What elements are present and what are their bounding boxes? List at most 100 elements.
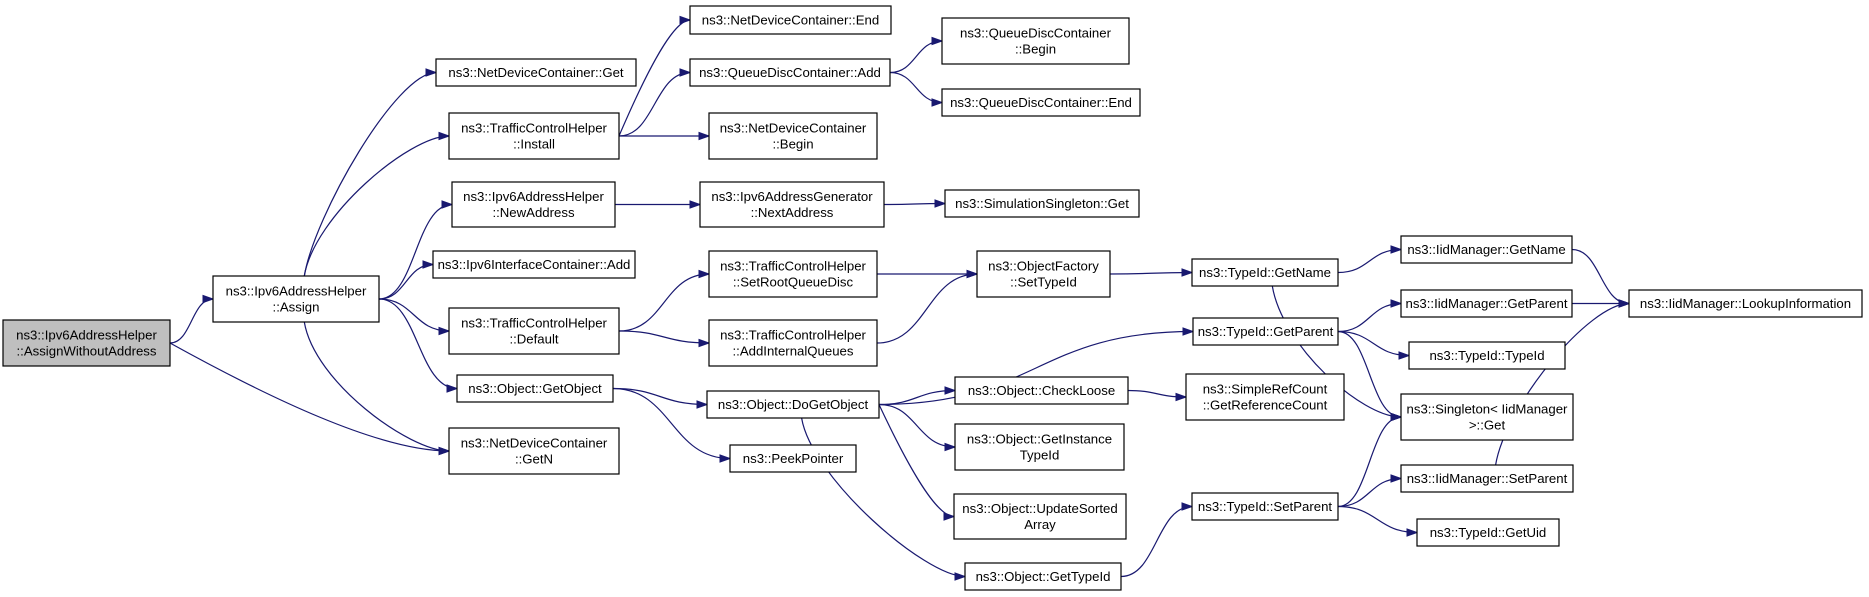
edge-line — [303, 71, 437, 277]
node-label: ::Default — [509, 332, 558, 347]
edge-line — [303, 135, 450, 277]
node-ndc-get[interactable]: ns3::NetDeviceContainer::Get — [435, 58, 637, 87]
edge-assign-to-ipv6_newaddr — [378, 200, 454, 300]
node-obj-getobject[interactable]: ns3::Object::GetObject — [456, 374, 614, 403]
node-tch-addinternal[interactable]: ns3::TrafficControlHelper::AddInternalQu… — [708, 319, 878, 367]
edge-arrowhead — [441, 200, 454, 209]
edge-line — [303, 321, 450, 452]
node-typeid-setparent[interactable]: ns3::TypeId::SetParent — [1191, 492, 1339, 521]
node-label: ns3::NetDeviceContainer — [720, 121, 867, 136]
node-singleton-get[interactable]: ns3::Singleton< IidManager>::Get — [1400, 393, 1574, 441]
edge-line — [1337, 477, 1402, 508]
edge-line — [169, 298, 214, 344]
node-obj-checkloose[interactable]: ns3::Object::CheckLoose — [954, 376, 1129, 405]
node-qdc-add[interactable]: ns3::QueueDiscContainer::Add — [689, 58, 891, 87]
edge-line — [618, 273, 710, 332]
node-box — [448, 427, 620, 475]
edge-assign-to-obj_getobject — [378, 298, 459, 393]
edge-arrowhead — [696, 400, 709, 409]
edge-assign-to-ndc_get — [303, 68, 438, 277]
node-ndc-end[interactable]: ns3::NetDeviceContainer::End — [689, 5, 892, 35]
node-ipv6gen-next[interactable]: ns3::Ipv6AddressGenerator::NextAddress — [699, 181, 885, 228]
node-iid-setparent[interactable]: ns3::IidManager::SetParent — [1400, 464, 1574, 493]
edge-line — [1120, 505, 1193, 578]
edge-arrowhead — [438, 131, 451, 141]
node-typeid-getuid[interactable]: ns3::TypeId::GetUid — [1416, 518, 1560, 547]
edge-arrowhead — [944, 442, 957, 452]
node-obj-gettypeid[interactable]: ns3::Object::GetTypeId — [964, 562, 1122, 591]
node-box — [1192, 317, 1339, 346]
node-sim-singleton-get[interactable]: ns3::SimulationSingleton::Get — [944, 189, 1140, 218]
edge-line — [378, 263, 434, 300]
node-objfactory-settypeid[interactable]: ns3::ObjectFactory::SetTypeId — [976, 250, 1111, 298]
edge-tch_default-to-tch_setroot — [618, 269, 711, 332]
node-iid-lookup[interactable]: ns3::IidManager::LookupInformation — [1628, 289, 1863, 318]
edge-line — [1109, 271, 1193, 275]
node-ipv6ic-add[interactable]: ns3::Ipv6InterfaceContainer::Add — [432, 250, 636, 279]
node-qdc-begin[interactable]: ns3::QueueDiscContainer::Begin — [941, 17, 1130, 65]
node-box — [708, 319, 878, 367]
node-box — [1400, 235, 1573, 264]
edge-typeid_getparent-to-typeid_typeid — [1337, 330, 1411, 360]
node-peekpointer[interactable]: ns3::PeekPointer — [729, 444, 857, 473]
node-typeid-getparent[interactable]: ns3::TypeId::GetParent — [1192, 317, 1339, 346]
node-box — [976, 250, 1111, 298]
edge-line — [1495, 302, 1630, 466]
node-label: ::Install — [513, 137, 555, 152]
node-box — [1416, 518, 1560, 547]
node-iid-getparent[interactable]: ns3::IidManager::GetParent — [1400, 289, 1573, 318]
node-simplerefcount[interactable]: ns3::SimpleRefCount::GetReferenceCount — [1185, 373, 1345, 421]
node-box — [729, 444, 857, 473]
edge-arrowhead — [944, 386, 957, 395]
node-box — [448, 112, 620, 160]
node-box — [953, 493, 1127, 540]
node-label: ns3::TypeId::GetUid — [1430, 525, 1547, 540]
nodes-layer: ns3::Ipv6AddressHelper::AssignWithoutAdd… — [2, 5, 1863, 591]
node-box — [708, 112, 878, 160]
node-label: ns3::QueueDiscContainer — [960, 26, 1112, 41]
node-label: ns3::TypeId::SetParent — [1198, 499, 1332, 514]
edge-obj_getobject-to-obj_dogetobject — [612, 387, 709, 409]
edge-assign-to-ndc_getn — [303, 321, 451, 456]
node-obj-dogetobject[interactable]: ns3::Object::DoGetObject — [706, 390, 880, 419]
node-tch-default[interactable]: ns3::TrafficControlHelper::Default — [448, 307, 620, 355]
edge-arrowhead — [438, 326, 451, 336]
node-tch-install[interactable]: ns3::TrafficControlHelper::Install — [448, 112, 620, 160]
edge-line — [876, 273, 978, 344]
node-iid-getname[interactable]: ns3::IidManager::GetName — [1400, 235, 1573, 264]
edge-tch_install-to-ndc_begin — [619, 131, 711, 141]
edge-line — [612, 387, 731, 460]
node-box — [432, 250, 636, 279]
edge-arrowhead — [931, 98, 944, 107]
edge-ipv6gen_next-to-sim_singleton_get — [883, 199, 947, 208]
edge-assign-to-tch_install — [303, 131, 451, 277]
edge-obj_dogetobject-to-obj_gettypeid — [801, 417, 967, 581]
edge-arrowhead — [931, 36, 944, 46]
node-ndc-begin[interactable]: ns3::NetDeviceContainer::Begin — [708, 112, 878, 160]
node-box — [1408, 341, 1566, 370]
node-ndc-getn[interactable]: ns3::NetDeviceContainer::GetN — [448, 427, 620, 475]
edge-line — [878, 404, 955, 518]
node-root[interactable]: ns3::Ipv6AddressHelper::AssignWithoutAdd… — [2, 319, 171, 367]
node-label: ns3::Object::CheckLoose — [968, 383, 1115, 398]
node-box — [456, 374, 614, 403]
edge-arrowhead — [943, 512, 956, 521]
edge-tch_install-to-qdc_add — [618, 68, 692, 137]
node-assign[interactable]: ns3::Ipv6AddressHelper::Assign — [212, 275, 380, 323]
edges-layer — [169, 15, 1631, 581]
node-typeid-getname[interactable]: ns3::TypeId::GetName — [1191, 258, 1339, 287]
node-typeid-typeid[interactable]: ns3::TypeId::TypeId — [1408, 341, 1566, 370]
edge-iid_getname-to-iid_lookup — [1571, 248, 1631, 308]
node-label: ns3::Object::UpdateSorted — [962, 501, 1117, 516]
node-qdc-end[interactable]: ns3::QueueDiscContainer::End — [941, 88, 1141, 117]
node-label: ns3::QueueDiscContainer::End — [950, 95, 1132, 110]
node-box — [212, 275, 380, 323]
edge-typeid_setparent-to-iid_setparent — [1337, 474, 1403, 508]
node-ipv6-newaddr[interactable]: ns3::Ipv6AddressHelper::NewAddress — [451, 181, 616, 228]
edge-obj_gettypeid-to-typeid_setparent — [1120, 502, 1194, 578]
node-box — [1191, 492, 1339, 521]
node-tch-setroot[interactable]: ns3::TrafficControlHelper::SetRootQueueD… — [708, 250, 878, 298]
node-label: ns3::QueueDiscContainer::Add — [699, 65, 881, 80]
